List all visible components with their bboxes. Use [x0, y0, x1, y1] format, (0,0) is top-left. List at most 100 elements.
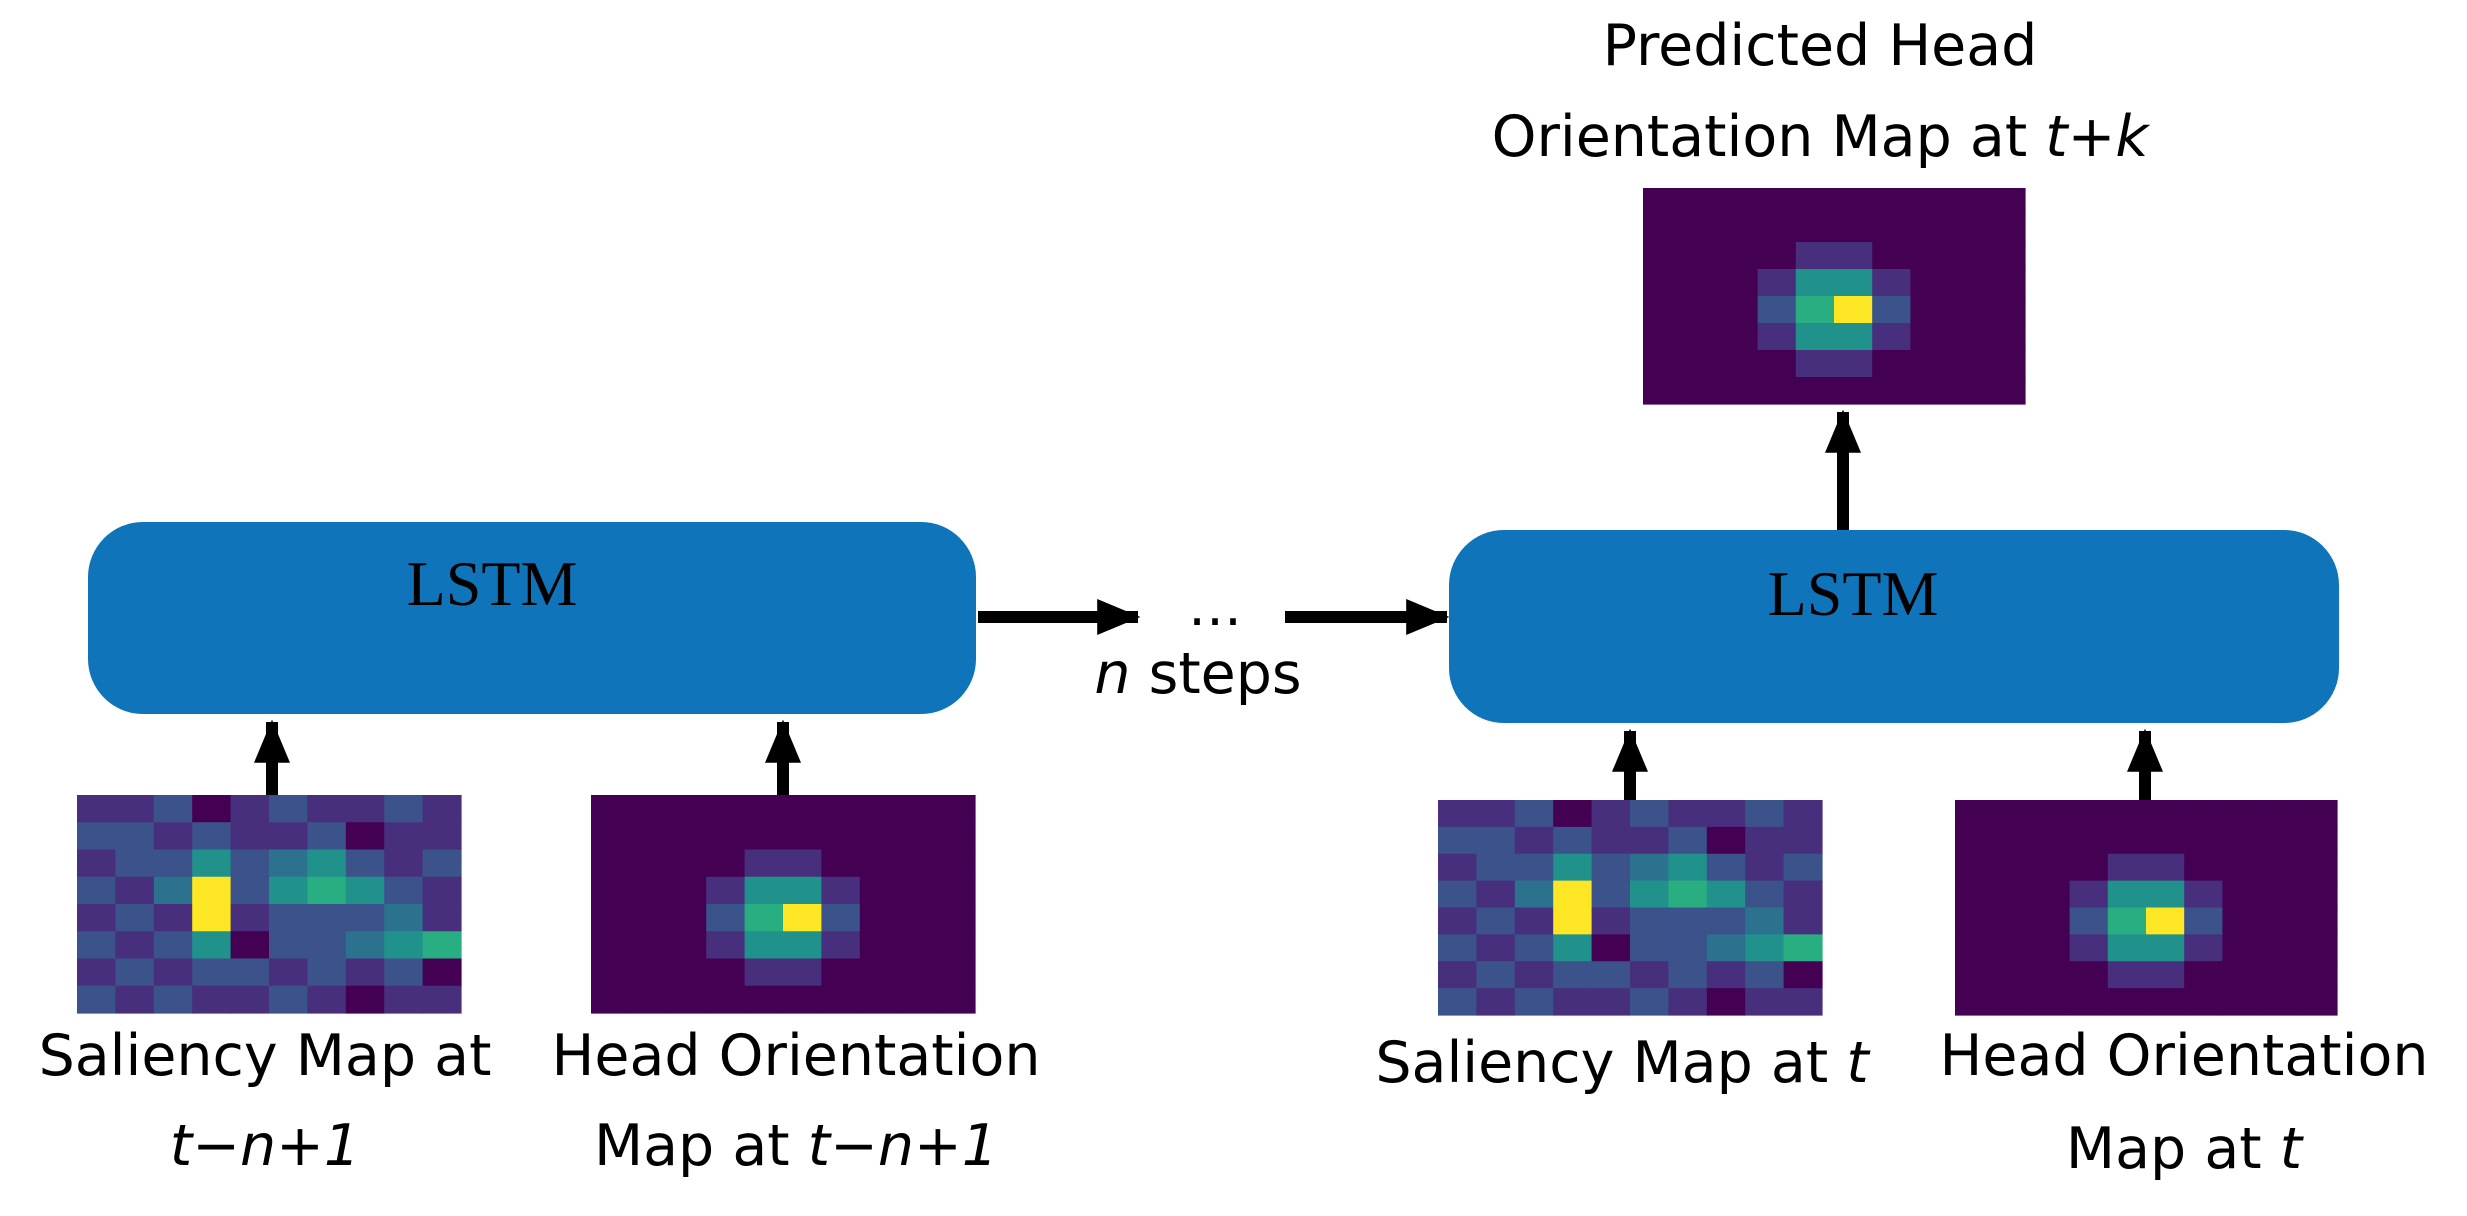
heatmap-cell: [1681, 242, 1720, 270]
heatmap-cell: [2107, 853, 2147, 882]
heatmap-cell: [2031, 961, 2071, 989]
heatmap-cell: [1438, 961, 1477, 989]
heatmap-cell: [1910, 269, 1950, 297]
heatmap-cell: [898, 849, 938, 878]
heatmap-cell: [1795, 242, 1835, 270]
heatmap-cell: [2031, 826, 2071, 855]
heatmap-cell: [1948, 350, 1988, 378]
heatmap-cell: [2222, 934, 2262, 962]
heatmap-cell: [153, 876, 193, 905]
heatmap-cell: [706, 876, 746, 905]
heatmap-cell: [1553, 907, 1593, 935]
heatmap-cell: [2260, 934, 2300, 962]
heatmap-cell: [384, 795, 424, 823]
heatmap-cell: [898, 958, 938, 987]
heatmap-cell: [1955, 907, 1994, 935]
heatmap-cell: [2107, 826, 2147, 855]
heatmap-cell: [1795, 269, 1835, 297]
heatmap-cell: [1834, 323, 1873, 351]
heatmap-cell: [667, 849, 707, 878]
heatmap-cell: [2298, 907, 2338, 935]
heatmap-cell: [1668, 800, 1708, 828]
heatmap-cell: [1745, 826, 1785, 855]
label-head-left-line1: Head Orientation: [552, 1023, 1041, 1089]
heatmap-cell: [384, 904, 424, 932]
label-head-right-line2: Map at t: [2066, 1116, 2305, 1182]
heatmap-cell: [1630, 907, 1669, 935]
heatmap-cell: [1834, 377, 1873, 405]
heatmap-cell: [1986, 350, 2026, 378]
heatmap-cell: [783, 931, 822, 960]
heatmap-cell: [1795, 188, 1835, 216]
heatmap-cell: [1553, 800, 1593, 828]
heatmap-cell: [667, 931, 707, 960]
heatmap-cell: [230, 795, 270, 823]
heatmap-cell: [230, 958, 270, 987]
heatmap-cell: [1514, 934, 1554, 962]
heatmap-cell: [2184, 826, 2223, 855]
heatmap-cell: [345, 931, 385, 960]
heatmap-cell: [1681, 350, 1720, 378]
heatmap-cell: [2260, 961, 2300, 989]
heatmap-cell: [2146, 988, 2185, 1016]
heatmap-cell: [1910, 296, 1950, 324]
heatmap-cell: [821, 795, 861, 823]
heatmap-cell: [269, 795, 308, 823]
heatmap-cell: [783, 958, 822, 987]
heatmap-cell: [859, 958, 899, 987]
heatmap-cell: [1668, 907, 1708, 935]
heatmap-cell: [898, 931, 938, 960]
heatmap-cell: [629, 849, 669, 878]
label-saliency-left-time: t−n+1: [170, 1113, 360, 1179]
heatmap-cell: [269, 849, 308, 878]
heatmap-cell: [2069, 934, 2109, 962]
label-saliency-right-prefix: Saliency Map at: [1375, 1030, 1846, 1096]
heatmap-cell: [1745, 988, 1785, 1016]
heatmap-cell: [1476, 907, 1516, 935]
heatmap-cell: [1553, 826, 1593, 855]
heatmap-cell: [1948, 242, 1988, 270]
heatmap-cell: [153, 904, 193, 932]
heatmap-cell: [345, 958, 385, 987]
heatmap-cell: [307, 958, 347, 987]
heatmap-cell: [1706, 853, 1746, 882]
heatmap-cell: [667, 876, 707, 905]
heatmap-cell: [1834, 188, 1873, 216]
heatmap-cell: [1757, 377, 1797, 405]
heatmap-cell: [1783, 907, 1823, 935]
heatmap-cell: [2222, 961, 2262, 989]
label-output-prefix: Orientation Map at: [1492, 104, 2046, 170]
heatmap-cell: [307, 795, 347, 823]
heatmap-cell: [1438, 800, 1477, 828]
heatmap-cell: [230, 822, 270, 851]
heatmap-cell: [2260, 800, 2300, 828]
heatmap-cell: [1993, 800, 2032, 828]
heatmap-cell: [898, 904, 938, 932]
heatmap-cell: [422, 876, 462, 905]
heatmap-head-orientation-right: [1955, 800, 2338, 1016]
heatmap-cell: [2222, 907, 2262, 935]
heatmap-cell: [1668, 988, 1708, 1016]
heatmap-cell: [1783, 880, 1823, 909]
heatmap-cell: [2298, 826, 2338, 855]
heatmap-cell: [1591, 853, 1631, 882]
heatmap-cell: [1630, 826, 1669, 855]
heatmap-cell: [422, 822, 462, 851]
lstm-box-right: [1449, 530, 2339, 723]
heatmap-cell: [629, 958, 669, 987]
n-steps-label: n steps: [1094, 641, 1301, 707]
heatmap-cell: [1476, 880, 1516, 909]
heatmap-cell: [2107, 934, 2147, 962]
heatmap-cell: [591, 822, 630, 851]
heatmap-cell: [936, 958, 976, 987]
heatmap-cell: [307, 849, 347, 878]
heatmap-cell: [2069, 800, 2109, 828]
heatmap-cell: [269, 904, 308, 932]
heatmap-cell: [706, 849, 746, 878]
lstm-label-left: LSTM: [407, 548, 578, 619]
heatmap-cell: [345, 904, 385, 932]
heatmap-cell: [1910, 215, 1950, 243]
heatmap-cell: [115, 958, 155, 987]
heatmap-cell: [629, 822, 669, 851]
heatmap-cell: [706, 822, 746, 851]
